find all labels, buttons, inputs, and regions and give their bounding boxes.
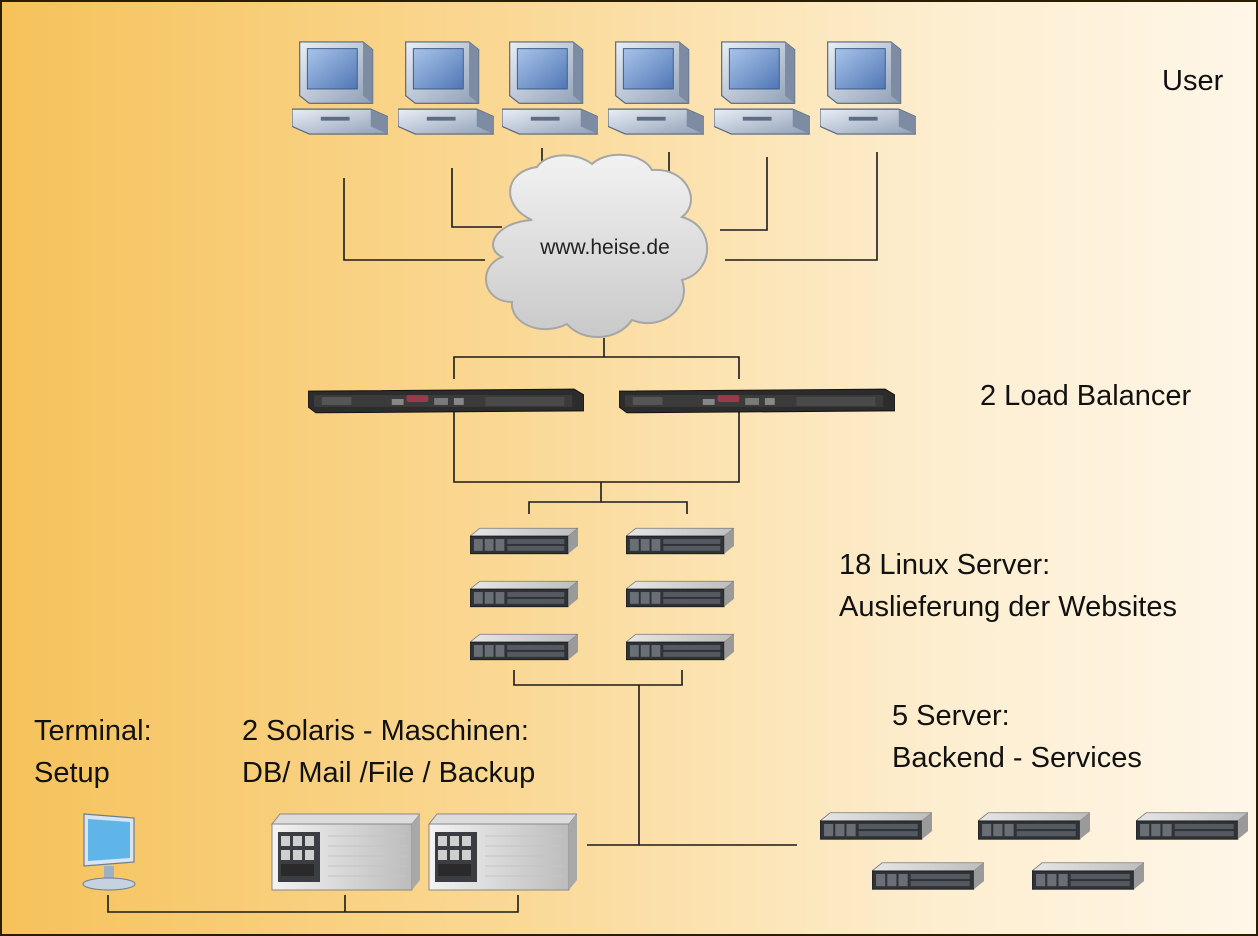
linux-server-icon	[470, 633, 578, 661]
load-balancer-label: 2 Load Balancer	[980, 380, 1192, 412]
solaris-server-icon	[428, 813, 577, 891]
cloud-icon: www.heise.de	[485, 153, 709, 338]
line-user-1	[343, 178, 485, 261]
user-computer-icon	[608, 41, 704, 135]
line-user-6	[725, 152, 878, 261]
line-user-5	[720, 157, 768, 231]
solaris-server-icon	[271, 813, 420, 891]
user-computer-icon	[502, 41, 598, 135]
linux-server-icon	[626, 527, 734, 555]
linux-server-label: 18 Linux Server: Auslieferung der Websit…	[839, 549, 1177, 623]
line-lb-join	[453, 412, 740, 483]
user-computer-icon	[398, 41, 494, 135]
backend-servers	[820, 812, 1248, 890]
user-computer-icon	[292, 41, 388, 135]
linux-server-icon	[470, 527, 578, 555]
load-balancer-icon	[619, 388, 895, 414]
line-linux-bottom	[513, 670, 683, 686]
linux-server-icon	[626, 580, 734, 608]
load-balancer-icon	[308, 388, 584, 414]
terminal-monitor-icon	[82, 813, 136, 891]
user-label: User	[1162, 65, 1224, 97]
linux-servers	[470, 527, 734, 661]
linux-server-icon	[470, 580, 578, 608]
line-lb-split	[453, 356, 740, 379]
terminal-label: Terminal: Setup	[34, 715, 152, 789]
line-user-2	[451, 168, 502, 228]
backend-server-icon	[978, 812, 1090, 840]
cloud-label: www.heise.de	[539, 236, 670, 259]
user-computers	[292, 41, 916, 135]
line-terminal-bus	[107, 895, 519, 913]
backend-server-icon	[1136, 812, 1248, 840]
backend-server-icon	[872, 862, 984, 890]
solaris-label: 2 Solaris - Maschinen: DB/ Mail /File / …	[242, 715, 536, 789]
solaris-machines	[271, 813, 577, 891]
linux-server-icon	[626, 633, 734, 661]
connector-lines	[107, 148, 878, 913]
line-linux-top	[528, 501, 688, 514]
backend-server-icon	[1032, 862, 1144, 890]
user-computer-icon	[714, 41, 810, 135]
load-balancers	[308, 388, 895, 414]
user-computer-icon	[820, 41, 916, 135]
backend-server-label: 5 Server: Backend - Services	[892, 700, 1142, 774]
backend-server-icon	[820, 812, 932, 840]
